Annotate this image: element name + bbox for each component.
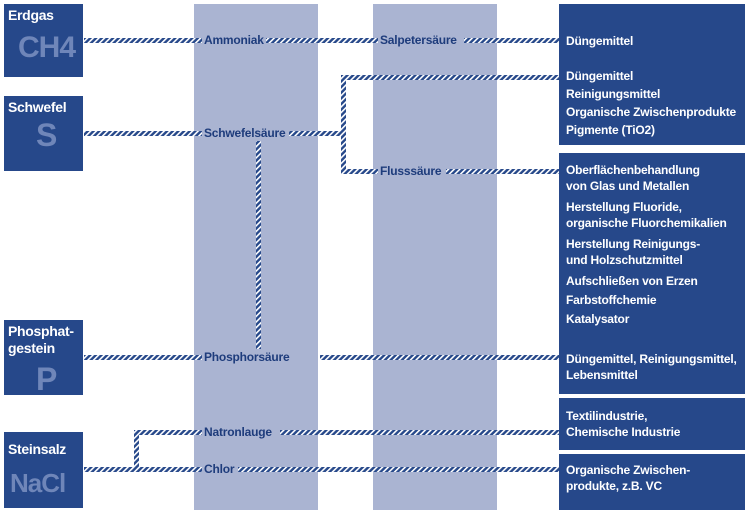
link-junction-schwefel-uses [341,75,559,80]
app-item: Düngemittel [566,69,634,83]
link-erdgas-ammoniak [84,38,202,43]
app-box-phosphorsaeure-uses: Düngemittel, Reinigungsmittel, Lebensmit… [559,338,745,394]
link-natronlauge-uses [280,430,559,435]
link-phosphat-phosphorsaeure [84,355,202,360]
source-phosphatgestein-symbol: P [36,361,57,395]
link-salpetersaeure-duengemittel [464,38,559,43]
intermediate-column-band-2 [373,4,497,510]
node-phosphorsaeure: Phosphorsäure [202,350,292,364]
app-item: Herstellung Fluoride, organische Fluorch… [566,200,727,230]
app-item: Düngemittel [566,34,634,48]
link-flusssaeure-uses [446,169,559,174]
source-steinsalz: Steinsalz NaCl [4,432,83,508]
link-branch-natronlauge [134,430,202,435]
app-box-schwefelsaeure-uses: Düngemittel Reinigungsmittel Organische … [559,61,745,145]
app-item: Reinigungsmittel [566,87,661,101]
app-box-natronlauge-uses: Textilindustrie, Chemische Industrie [559,398,745,450]
app-item: Pigmente (TiO2) [566,123,655,137]
link-schwefel-schwefelsaeure [84,131,202,136]
source-schwefel: Schwefel S [4,96,83,171]
app-item: Lebensmittel [566,368,638,382]
node-chlor: Chlor [202,462,237,476]
app-item: Organische Zwischenprodukte [566,105,736,119]
link-chlor-uses [238,467,559,472]
app-item: produkte, z.B. VC [566,479,662,493]
link-schwefelsaeure-phosphorsaeure [256,141,261,349]
source-steinsalz-symbol: NaCl [10,468,66,498]
source-phosphatgestein: Phosphat- gestein P [4,320,83,395]
link-junction-vertical [341,75,346,174]
node-salpetersaeure: Salpetersäure [378,33,459,47]
source-phosphatgestein-label: Phosphat- gestein [8,323,74,356]
app-item: Farbstoffchemie [566,293,657,307]
app-box-chlor-uses: Organische Zwischen- produkte, z.B. VC [559,454,745,510]
source-erdgas-symbol: CH4 [18,31,76,64]
app-item: Katalysator [566,312,630,326]
node-natronlauge: Natronlauge [202,425,274,439]
app-box-flusssaeure-uses: Oberflächenbehandlung von Glas und Metal… [559,153,745,338]
app-item: Aufschließen von Erzen [566,274,698,288]
app-item: Organische Zwischen- [566,463,691,477]
node-schwefelsaeure: Schwefelsäure [202,126,288,140]
source-erdgas: Erdgas CH4 [4,4,83,77]
link-schwefelsaeure-junction [289,131,344,136]
node-flusssaeure: Flusssäure [378,164,444,178]
source-schwefel-symbol: S [36,117,57,153]
link-junction-flusssaeure [341,169,378,174]
node-ammoniak: Ammoniak [202,33,266,47]
link-phosphorsaeure-uses [320,355,559,360]
link-ammoniak-salpetersaeure [266,38,378,43]
app-item: Oberflächenbehandlung von Glas und Metal… [566,163,700,193]
app-item: Herstellung Reinigungs- und Holzschutzmi… [566,237,701,267]
source-erdgas-label: Erdgas [8,7,54,23]
app-item: Textilindustrie, [566,409,648,423]
source-schwefel-label: Schwefel [8,99,67,115]
link-steinsalz-branch-vertical [134,430,139,472]
app-item: Düngemittel, Reinigungsmittel, [566,352,737,366]
link-steinsalz-chlor [84,467,202,472]
app-item: Chemische Industrie [566,425,681,439]
source-steinsalz-label: Steinsalz [8,441,66,457]
